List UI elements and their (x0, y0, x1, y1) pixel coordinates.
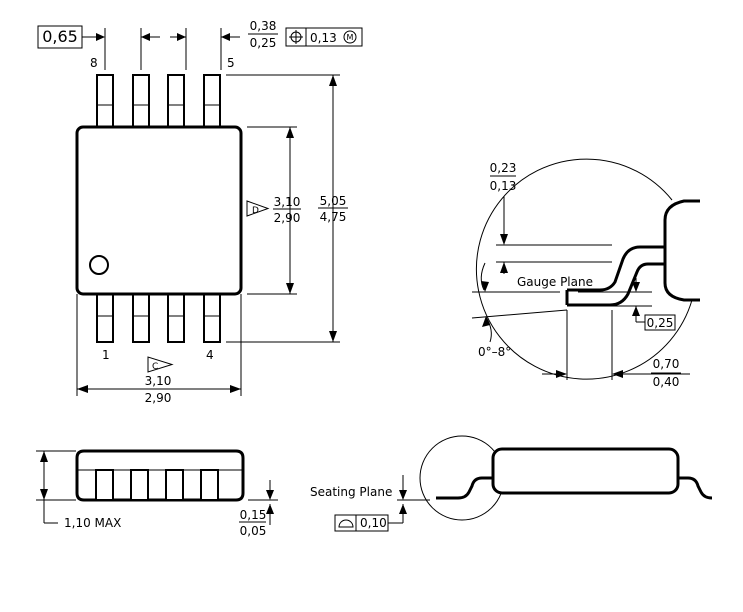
datum-d-triangle (246, 200, 270, 217)
profile-symbol-icon (338, 519, 354, 528)
seating-plane-view: Seating Plane 0,10 (310, 435, 713, 532)
pitch-value: 0,65 (42, 27, 78, 46)
position-tolerance-frame (285, 27, 363, 47)
lead-thickness-max: 0,23 (490, 161, 517, 175)
package-body (75, 125, 243, 296)
detail-circle (475, 158, 693, 380)
body-length-max: 3,10 (145, 374, 172, 388)
datum-c-letter: C (152, 362, 158, 372)
body-width-max: 3,10 (274, 195, 301, 209)
pin1-marker (89, 255, 109, 275)
angle-range: 0°–8° (478, 345, 511, 359)
pin-number-5: 5 (227, 56, 235, 70)
lead-width-max: 0,38 (250, 19, 277, 33)
gauge-height-box (644, 314, 676, 331)
foot-length-max: 0,70 (653, 357, 680, 371)
side-lead-3 (165, 469, 184, 501)
top-view: 0,65 0,38 0,25 0,13 M 8 5 1 4 (37, 19, 363, 405)
pin-8 (96, 74, 114, 128)
datum-c-triangle (147, 356, 174, 373)
standoff-min: 0,05 (240, 524, 267, 538)
coplanarity-value: 0,10 (360, 516, 387, 530)
pin-4 (203, 293, 221, 343)
gauge-plane-label: Gauge Plane (517, 275, 593, 289)
pin-7 (132, 74, 150, 128)
pin-number-8: 8 (90, 56, 98, 70)
standoff-max: 0,15 (240, 508, 267, 522)
pin-number-4: 4 (206, 348, 214, 362)
detail-view-gauge-plane: 0,23 0,13 Gauge Plane 0,25 0°–8° (471, 158, 700, 389)
overall-width-max: 5,05 (320, 194, 347, 208)
side-view: 1,10 MAX 0,15 0,05 (36, 449, 278, 538)
datum-d-letter: D (252, 206, 259, 216)
side-package-body (491, 447, 680, 495)
lead-width-min: 0,25 (250, 36, 277, 50)
mmc-symbol-icon (343, 30, 357, 44)
pin-2 (132, 293, 150, 343)
pin-3 (167, 293, 185, 343)
side-lead-4 (200, 469, 219, 501)
position-tolerance-value: 0,13 (310, 31, 337, 45)
pin-number-1: 1 (102, 348, 110, 362)
lead-thickness-min: 0,13 (490, 179, 517, 193)
foot-length-min: 0,40 (653, 375, 680, 389)
height-max: 1,10 MAX (64, 516, 121, 530)
mmc-letter: M (347, 33, 354, 42)
pin-1 (96, 293, 114, 343)
pin-6 (167, 74, 185, 128)
gauge-height-value: 0,25 (647, 316, 674, 330)
body-length-min: 2,90 (145, 391, 172, 405)
pin-5 (203, 74, 221, 128)
overall-width-min: 4,75 (320, 210, 347, 224)
body-width-min: 2,90 (274, 211, 301, 225)
side-lead-1 (95, 469, 114, 501)
side-lead-2 (130, 469, 149, 501)
seating-plane-label: Seating Plane (310, 485, 392, 499)
